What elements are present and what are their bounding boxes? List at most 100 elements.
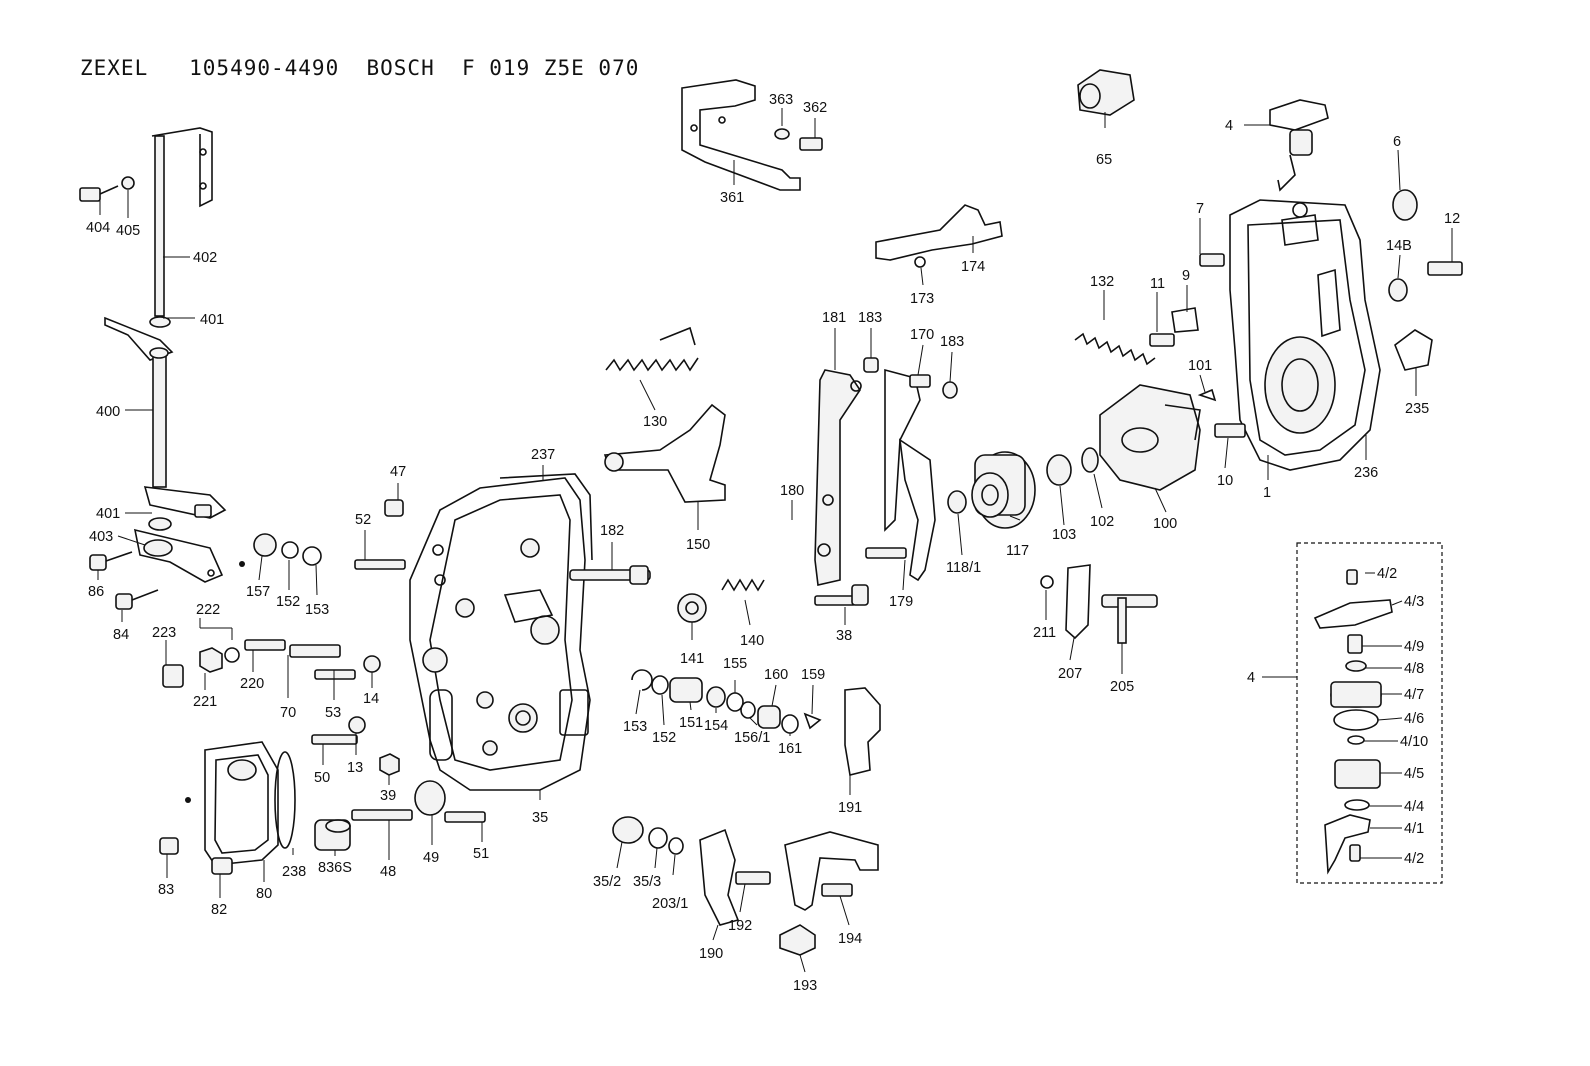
cap-nut-65 xyxy=(1077,69,1135,116)
label-52: 52 xyxy=(355,512,371,528)
label-182: 182 xyxy=(600,523,624,539)
label-140: 140 xyxy=(740,633,764,649)
label-400: 400 xyxy=(96,404,120,420)
label-38: 38 xyxy=(836,628,852,644)
label-4-9: 4/9 xyxy=(1404,639,1424,655)
label-141: 141 xyxy=(680,651,704,667)
label-203-1: 203/1 xyxy=(652,896,688,912)
label-220: 220 xyxy=(240,676,264,692)
right-small-parts xyxy=(1149,189,1463,438)
label-150: 150 xyxy=(686,537,710,553)
label-49: 49 xyxy=(423,850,439,866)
label-157: 157 xyxy=(246,584,270,600)
label-151: 151 xyxy=(679,715,703,731)
label-4-10: 4/10 xyxy=(1400,734,1428,750)
label-362: 362 xyxy=(803,100,827,116)
leader-lines xyxy=(97,108,1453,973)
label-102: 102 xyxy=(1090,514,1114,530)
label-100: 100 xyxy=(1153,516,1177,532)
spring-132 xyxy=(1074,332,1156,366)
label-82: 82 xyxy=(211,902,227,918)
label-174: 174 xyxy=(961,259,985,275)
label-35-2: 35/2 xyxy=(593,874,621,890)
label-132: 132 xyxy=(1090,274,1114,290)
label-154: 154 xyxy=(704,718,728,734)
label-48: 48 xyxy=(380,864,396,880)
label-50: 50 xyxy=(314,770,330,786)
label-183-right: 183 xyxy=(940,334,964,350)
label-4-8: 4/8 xyxy=(1404,661,1424,677)
flyweight-holder-100 xyxy=(1099,384,1201,491)
label-11: 11 xyxy=(1150,276,1165,292)
label-53: 53 xyxy=(325,705,341,721)
label-181: 181 xyxy=(822,310,846,326)
label-14b: 14B xyxy=(1386,238,1412,254)
label-207: 207 xyxy=(1058,666,1082,682)
label-4-7: 4/7 xyxy=(1404,687,1424,703)
label-117: 117 xyxy=(1006,543,1029,559)
tension-lever-150 xyxy=(603,326,726,503)
label-14: 14 xyxy=(363,691,379,707)
label-12: 12 xyxy=(1444,211,1460,227)
label-405: 405 xyxy=(116,223,140,239)
label-404: 404 xyxy=(86,220,110,236)
label-361: 361 xyxy=(720,190,744,206)
label-190: 190 xyxy=(699,946,723,962)
label-173: 173 xyxy=(910,291,934,307)
linkage-rod-assembly xyxy=(79,127,227,610)
label-4-4: 4/4 xyxy=(1404,799,1424,815)
label-80: 80 xyxy=(256,886,272,902)
left-studs xyxy=(162,499,486,851)
label-inset-4: 4 xyxy=(1247,670,1255,686)
label-402: 402 xyxy=(193,250,217,266)
label-156-1: 156/1 xyxy=(734,730,770,746)
label-183-left: 183 xyxy=(858,310,882,326)
label-192: 192 xyxy=(728,918,752,934)
label-1: 1 xyxy=(1263,485,1271,501)
label-4-2-bottom: 4/2 xyxy=(1404,851,1424,867)
label-130: 130 xyxy=(643,414,667,430)
bottom-parts xyxy=(612,816,879,956)
label-39: 39 xyxy=(380,788,396,804)
governor-cover xyxy=(1229,199,1381,471)
label-47: 47 xyxy=(390,464,406,480)
label-84: 84 xyxy=(113,627,129,643)
label-180: 180 xyxy=(780,483,804,499)
label-4-3: 4/3 xyxy=(1404,594,1424,610)
label-4-5: 4/5 xyxy=(1404,766,1424,782)
label-222: 222 xyxy=(196,602,220,618)
label-13: 13 xyxy=(347,760,363,776)
label-193: 193 xyxy=(793,978,817,994)
label-4-1: 4/1 xyxy=(1404,821,1424,837)
label-4-6: 4/6 xyxy=(1404,711,1424,727)
label-221: 221 xyxy=(193,694,217,710)
shaft-205-lever-207 xyxy=(1040,564,1158,644)
label-35: 35 xyxy=(532,810,548,826)
label-155: 155 xyxy=(723,656,747,672)
label-152-left: 152 xyxy=(276,594,300,610)
piston-parts xyxy=(631,669,881,776)
bracket-361 xyxy=(681,79,823,191)
label-4-2-top: 4/2 xyxy=(1377,566,1397,582)
label-86: 86 xyxy=(88,584,104,600)
label-238: 238 xyxy=(282,864,306,880)
part-labels: 404 405 402 401 400 401 403 86 84 223 22… xyxy=(86,92,1460,994)
label-6: 6 xyxy=(1393,134,1401,150)
label-10: 10 xyxy=(1217,473,1233,489)
label-194: 194 xyxy=(838,931,862,947)
label-236: 236 xyxy=(1354,465,1378,481)
label-237: 237 xyxy=(531,447,555,463)
label-211: 211 xyxy=(1033,625,1056,641)
tension-levers xyxy=(814,357,958,586)
label-159: 159 xyxy=(801,667,825,683)
label-363: 363 xyxy=(769,92,793,108)
label-152-right: 152 xyxy=(652,730,676,746)
label-153-left: 153 xyxy=(305,602,329,618)
label-65: 65 xyxy=(1096,152,1112,168)
label-179: 179 xyxy=(889,594,913,610)
lever-174 xyxy=(875,204,1003,268)
label-401-top: 401 xyxy=(200,312,224,328)
label-191: 191 xyxy=(838,800,862,816)
label-403: 403 xyxy=(89,529,113,545)
